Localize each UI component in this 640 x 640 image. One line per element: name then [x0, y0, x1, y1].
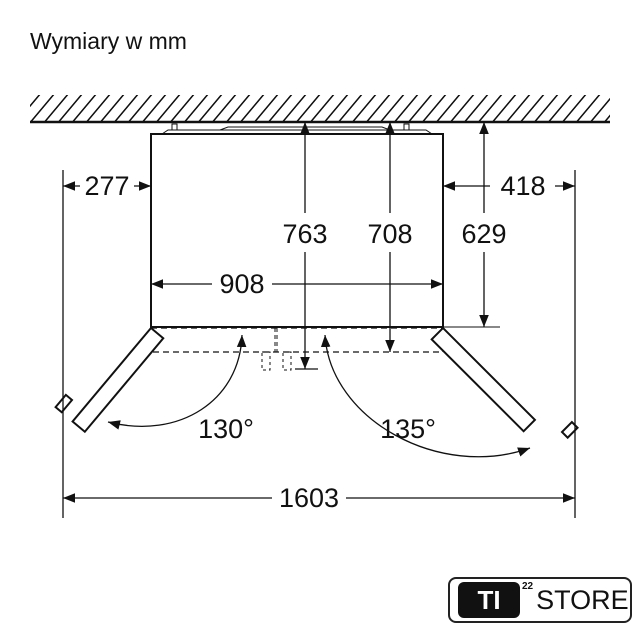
- logo-badge: TI: [458, 582, 520, 618]
- logo-text: STORE: [536, 585, 629, 615]
- wall-hatching: [30, 95, 610, 124]
- label-left-door-angle: 130°: [198, 414, 254, 444]
- label-total-width-open: 1603: [279, 483, 339, 513]
- store-logo: TI 22 STORE: [448, 577, 632, 623]
- label-right-door-angle: 135°: [380, 414, 436, 444]
- right-door-swing-arc: [320, 334, 531, 458]
- label-width: 908: [219, 269, 264, 299]
- right-door: [430, 326, 579, 440]
- label-depth-body: 708: [367, 219, 412, 249]
- label-left-clearance: 277: [84, 171, 129, 201]
- left-door: [54, 326, 165, 434]
- logo-superscript: 22: [522, 581, 534, 592]
- label-depth-total: 763: [282, 219, 327, 249]
- label-depth-side: 629: [461, 219, 506, 249]
- left-door-swing-arc: [107, 334, 247, 430]
- label-right-clearance: 418: [500, 171, 545, 201]
- diagram-title: Wymiary w mm: [30, 28, 187, 54]
